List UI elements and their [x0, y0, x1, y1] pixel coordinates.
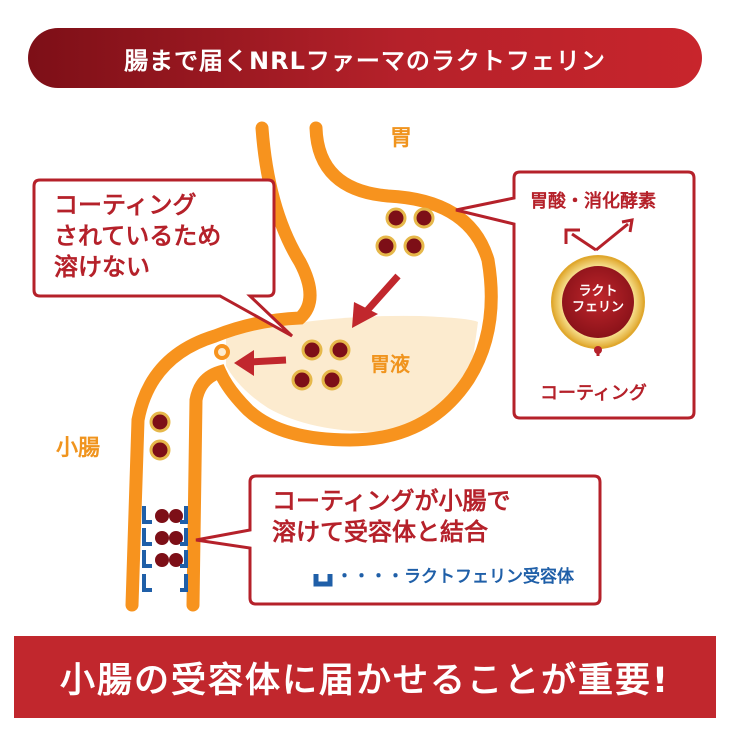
lactoferrin-particles-top [375, 207, 435, 257]
stomach-outer-wall [125, 121, 317, 612]
acid-callout-text: 胃酸・消化酵素 [530, 191, 656, 212]
intestine-callout-box [195, 474, 602, 606]
footer-message: 小腸の受容体に届かせることが重要! [60, 660, 670, 701]
movement-arrows [234, 273, 401, 376]
stomach-inner-wall [186, 121, 498, 612]
gastric-juice-label: 胃液 [370, 352, 410, 376]
receptor-legend-icon [313, 574, 333, 587]
gastric-juice-area [226, 315, 478, 432]
page-title: 腸まで届くNRLファーマのラクトフェリン [124, 46, 606, 75]
page-title-banner: 腸まで届くNRLファーマのラクトフェリン [28, 28, 702, 88]
footer-banner: 小腸の受容体に届かせることが重要! [14, 636, 716, 718]
intestine-callout-text: コーティングが小腸で 溶けて受容体と結合 [272, 487, 511, 547]
lactoferrin-badge [562, 266, 634, 338]
receptor-group [142, 506, 188, 592]
lactoferrin-particles-intestine [149, 411, 171, 461]
coating-callout-box [32, 178, 294, 338]
lactoferrin-badge-text: ラクト フェリン [571, 284, 624, 316]
coating-callout-text: コーティング されているため 溶けない [54, 191, 222, 282]
receptor-legend-text: ・・・・ラクトフェリン受容体 [336, 567, 574, 587]
acid-deflection-arrows [564, 218, 634, 356]
lactoferrin-particles-juice [291, 339, 351, 391]
stomach-label: 胃 [390, 126, 413, 151]
small-intestine-label: 小腸 [56, 436, 101, 461]
coating-label: コーティング [540, 383, 647, 404]
